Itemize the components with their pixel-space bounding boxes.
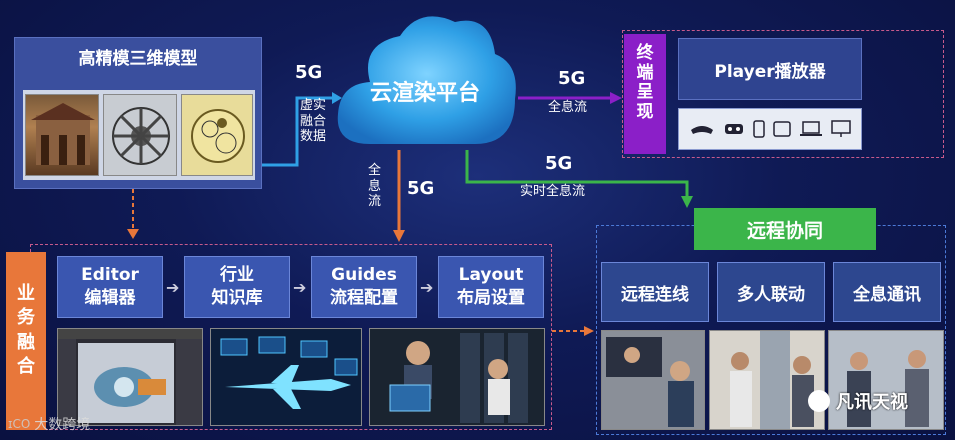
watermark-bottom-right: 凡讯天视 <box>808 388 908 414</box>
watermark-logo-icon: ɪCO <box>8 417 30 431</box>
vr-headset-icon <box>724 122 744 136</box>
datacenter-screenshot <box>369 328 545 426</box>
down-caption: 全 息 流 <box>368 163 381 210</box>
knowledge-step: 行业知识库 <box>184 256 290 318</box>
cloud-to-remote-arrow <box>462 150 702 210</box>
step-arrow-1: ➔ <box>166 278 179 297</box>
remote-title: 远程协同 <box>694 208 876 250</box>
cloud-label: 云渲染平台 <box>345 75 505 107</box>
model-to-business-arrow <box>126 189 140 241</box>
remote-item-multiuser: 多人联动 <box>717 262 825 322</box>
green-5g-label: 5G <box>545 153 572 174</box>
remote-photo-3 <box>828 330 944 430</box>
monitor-icon <box>831 120 851 138</box>
mechanism-thumbnail <box>181 94 253 176</box>
hololens-icon <box>689 122 715 136</box>
model-panel: 高精模三维模型 <box>14 37 262 189</box>
remote-photo-2 <box>709 330 825 430</box>
laptop-icon <box>800 121 822 137</box>
green-caption: 实时全息流 <box>520 184 585 200</box>
left-caption: 虚实 融合 数据 <box>300 98 326 145</box>
watermark-bottom-left: ɪCO 大数跨境 <box>8 414 90 434</box>
model-title: 高精模三维模型 <box>15 44 261 69</box>
remote-item-connection: 远程连线 <box>601 262 709 322</box>
left-5g-label: 5G <box>295 62 322 83</box>
remote-item-hologram: 全息通讯 <box>833 262 941 322</box>
airplane-screenshot <box>210 328 362 426</box>
step-arrow-3: ➔ <box>420 278 433 297</box>
step-arrow-2: ➔ <box>293 278 306 297</box>
right-caption: 全息流 <box>548 100 587 116</box>
devices-strip <box>678 108 862 150</box>
editor-screenshot <box>57 328 203 426</box>
cloud-down-arrow <box>392 150 406 242</box>
right-5g-label: 5G <box>558 68 585 89</box>
terminal-side-label: 终 端 呈 现 <box>624 34 666 154</box>
wechat-icon <box>808 390 830 412</box>
tablet-icon <box>773 121 791 137</box>
business-side-label: 业 务 融 合 <box>6 252 46 430</box>
phone-icon <box>753 120 765 138</box>
remote-photo-1 <box>601 330 705 430</box>
pagoda-thumbnail <box>25 94 99 176</box>
player-box: Player播放器 <box>678 38 862 100</box>
business-to-remote-arrow <box>552 325 596 337</box>
model-thumbs <box>23 90 255 180</box>
turbine-thumbnail <box>103 94 177 176</box>
down-5g-label: 5G <box>407 178 434 199</box>
